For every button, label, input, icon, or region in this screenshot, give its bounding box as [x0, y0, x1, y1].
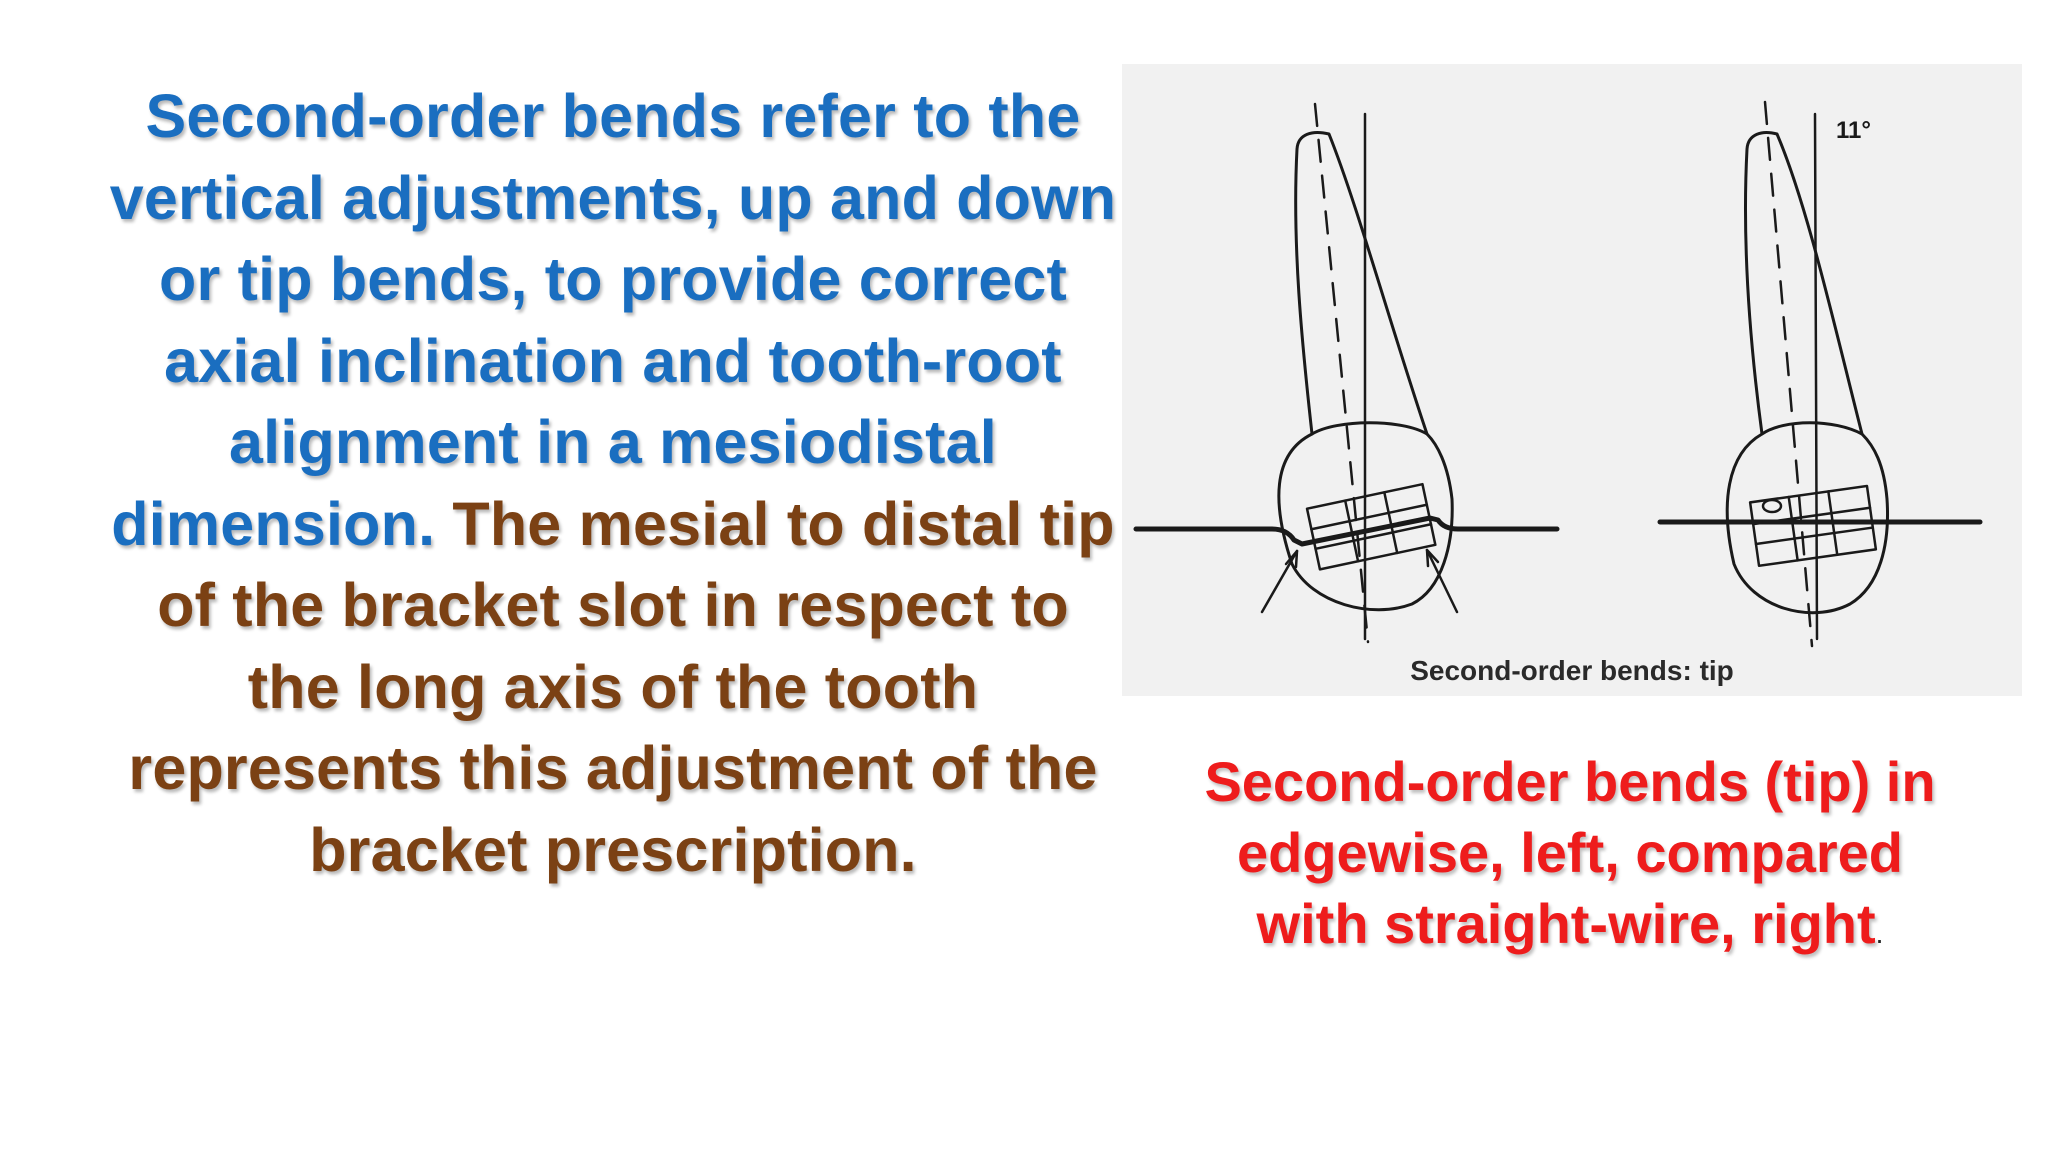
body-text-blue: Second-order bends refer to the vertical… — [109, 82, 1117, 558]
tooth-diagram-figure: 11° Second-order bends: tip — [1122, 64, 2022, 696]
slide-caption: Second-order bends (tip) in edgewise, le… — [1180, 746, 1960, 969]
tooth-diagram: 11° Second-order bends: tip — [1133, 100, 1983, 686]
left-tooth-drawing — [1133, 102, 1560, 644]
slide-caption-text: Second-order bends (tip) in edgewise, le… — [1204, 750, 1936, 955]
body-text-brown: The mesial to distal tip of the bracket … — [128, 489, 1115, 884]
figure-caption: Second-order bends: tip — [1410, 655, 1734, 686]
right-tooth-drawing — [1657, 100, 1983, 648]
angle-label: 11° — [1836, 117, 1871, 144]
slide-caption-period: . — [1875, 918, 1884, 949]
body-paragraph: Second-order bends refer to the vertical… — [108, 76, 1118, 891]
